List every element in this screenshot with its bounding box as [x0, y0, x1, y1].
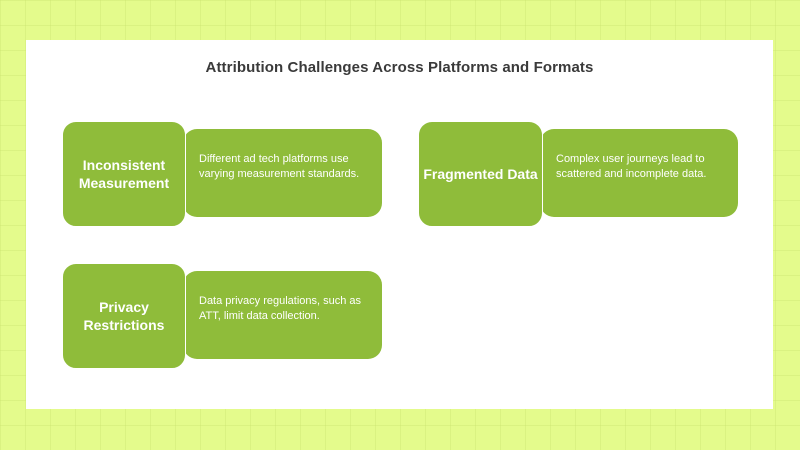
challenge-label: Fragmented Data: [423, 166, 538, 182]
challenge-description-box: Different ad tech platforms use varying …: [183, 129, 382, 217]
challenge-description: Different ad tech platforms use varying …: [199, 153, 360, 180]
challenge-description-box: Complex user journeys lead to scattered …: [540, 129, 738, 217]
challenge-label: Privacy Restrictions: [83, 299, 165, 333]
diagram-title: Attribution Challenges Across Platforms …: [205, 59, 594, 76]
challenge-description: Complex user journeys lead to scattered …: [556, 153, 707, 180]
challenge-description: Data privacy regulations, such as ATT, l…: [199, 295, 362, 322]
challenge-label: Inconsistent Measurement: [78, 157, 170, 191]
challenge-label-box: Privacy Restrictions: [62, 263, 186, 369]
challenge-description-box: Data privacy regulations, such as ATT, l…: [183, 271, 382, 359]
challenge-label-box: Fragmented Data: [418, 121, 543, 227]
diagram-card: Attribution Challenges Across Platforms …: [26, 40, 773, 409]
challenge-label-box: Inconsistent Measurement: [62, 121, 186, 227]
